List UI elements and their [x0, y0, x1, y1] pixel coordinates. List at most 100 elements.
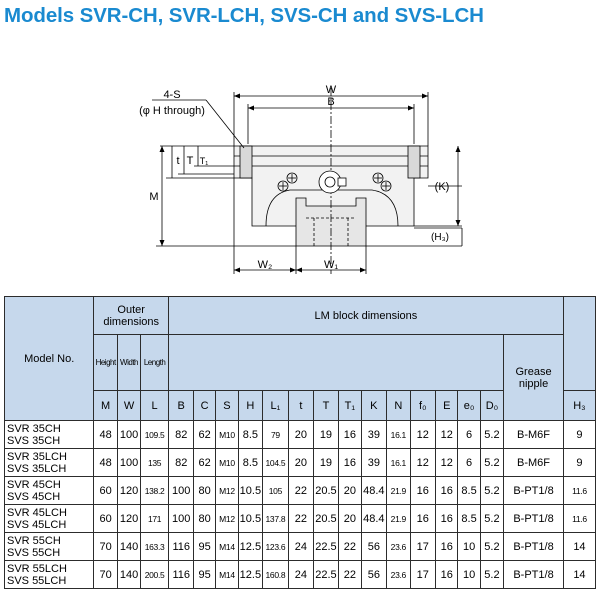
cell-t1: 20 — [338, 476, 362, 505]
cell-e: 12 — [435, 420, 459, 449]
cell-t: 24 — [288, 560, 314, 589]
model-name-svr: SVR 45CH — [7, 478, 61, 491]
cell-e0: 10 — [457, 560, 481, 589]
cell-w: 140 — [116, 560, 142, 589]
cell-l: 200.5 — [140, 560, 169, 589]
cell-t1: 22 — [338, 532, 362, 561]
model-name-svr: SVR 35LCH — [7, 450, 67, 463]
header-length: Length — [140, 334, 169, 391]
header-symbol-n: N — [386, 390, 411, 421]
page-title: Models SVR-CH, SVR-LCH, SVS-CH and SVS-L… — [4, 4, 484, 27]
cell-f0: 17 — [409, 532, 437, 561]
cell-m: 70 — [93, 560, 118, 589]
header-outer-dimensions: Outer dimensions — [93, 296, 169, 335]
cell-l1: 79 — [261, 420, 290, 449]
cell-n: 23.6 — [386, 560, 411, 589]
label-b: B — [327, 96, 334, 108]
cell-s: M10 — [214, 420, 240, 449]
cell-e0: 10 — [457, 532, 481, 561]
model-name-svr: SVR 55CH — [7, 534, 61, 547]
cell-d0: 5.2 — [479, 420, 505, 449]
cell-d0: 5.2 — [479, 560, 505, 589]
header-symbol-c: C — [193, 390, 216, 421]
model-name-svs: SVS 35LCH — [7, 462, 67, 475]
cell-n: 21.9 — [386, 504, 411, 533]
cell-b: 82 — [167, 420, 195, 449]
header-symbol-e0: e₀ — [457, 390, 481, 421]
cell-m: 70 — [93, 532, 118, 561]
model-name-svs: SVS 45LCH — [7, 518, 67, 531]
cell-grease: B-PT1/8 — [503, 504, 564, 533]
cell-h3: 9 — [562, 420, 597, 449]
cell-h3: 14 — [562, 560, 597, 589]
header-model-no: Model No. — [3, 296, 95, 421]
cell-h3: 14 — [562, 532, 597, 561]
label-h3: (H₃) — [431, 232, 449, 243]
cross-section-drawing: 4-S (φ H through) W B t T T₁ M (K) (H₃) … — [139, 84, 463, 274]
header-symbol-f0: f₀ — [409, 390, 437, 421]
cell-l: 163.3 — [140, 532, 169, 561]
model-name-svr: SVR 35CH — [7, 422, 61, 435]
label-m: M — [149, 191, 158, 203]
label-h-through: (φ H through) — [139, 105, 205, 117]
header-symbol-d0: D₀ — [479, 390, 505, 421]
header-symbol-b: B — [167, 390, 195, 421]
header-symbol-t-upper: T — [312, 390, 340, 421]
cell-t: 22 — [288, 476, 314, 505]
header-width: Width — [116, 334, 142, 391]
cell-s: M12 — [214, 504, 240, 533]
cell-w: 140 — [116, 532, 142, 561]
cell-l: 171 — [140, 504, 169, 533]
cell-t1: 16 — [338, 448, 362, 477]
cell-c: 80 — [193, 476, 216, 505]
cell-h3: 9 — [562, 448, 597, 477]
cell-w: 120 — [116, 504, 142, 533]
cell-c: 95 — [193, 560, 216, 589]
cell-m: 60 — [93, 504, 118, 533]
cell-t1: 16 — [338, 420, 362, 449]
cell-l: 138.2 — [140, 476, 169, 505]
cell-k: 48.4 — [360, 476, 388, 505]
cell-h3: 11.6 — [562, 476, 597, 505]
header-height: Height — [93, 334, 118, 391]
cell-s: M10 — [214, 448, 240, 477]
right-mount-hole — [407, 145, 421, 179]
cell-m: 60 — [93, 476, 118, 505]
cell-t: 20 — [288, 420, 314, 449]
cell-t1: 22 — [338, 560, 362, 589]
cell-h: 12.5 — [238, 560, 263, 589]
cell-grease: B-M6F — [503, 448, 564, 477]
cell-e0: 8.5 — [457, 504, 481, 533]
cell-n: 16.1 — [386, 448, 411, 477]
model-name-svr: SVR 45LCH — [7, 506, 67, 519]
cell-l1: 137.8 — [261, 504, 290, 533]
cell-grease: B-M6F — [503, 420, 564, 449]
cell-c: 62 — [193, 448, 216, 477]
cell-w: 100 — [116, 420, 142, 449]
cell-b: 100 — [167, 504, 195, 533]
cell-f0: 12 — [409, 420, 437, 449]
cell-l: 109.5 — [140, 420, 169, 449]
cell-h: 10.5 — [238, 504, 263, 533]
header-symbol-m: M — [93, 390, 118, 421]
header-symbol-h3: H₃ — [562, 390, 597, 421]
header-grease-nipple: Grease nipple — [503, 334, 564, 421]
cell-k: 56 — [360, 560, 388, 589]
cell-t: 22.5 — [312, 532, 340, 561]
header-symbol-t1: T₁ — [338, 390, 362, 421]
header-lm-block-dimensions: LM block dimensions — [167, 296, 564, 335]
cell-m: 48 — [93, 448, 118, 477]
cell-e: 16 — [435, 504, 459, 533]
model-name-svs: SVS 45CH — [7, 490, 61, 503]
cell-f0: 16 — [409, 504, 437, 533]
cell-e: 16 — [435, 532, 459, 561]
cell-e: 16 — [435, 560, 459, 589]
